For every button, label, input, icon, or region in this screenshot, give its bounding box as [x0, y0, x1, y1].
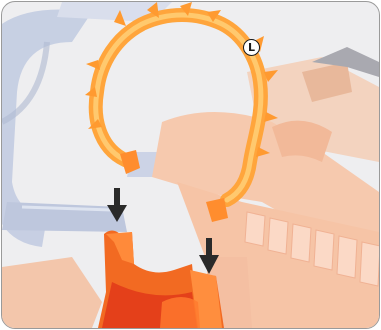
badge-letter: L	[248, 41, 255, 54]
assembly-illustration	[2, 2, 379, 328]
label-l-badge: L	[243, 39, 260, 56]
